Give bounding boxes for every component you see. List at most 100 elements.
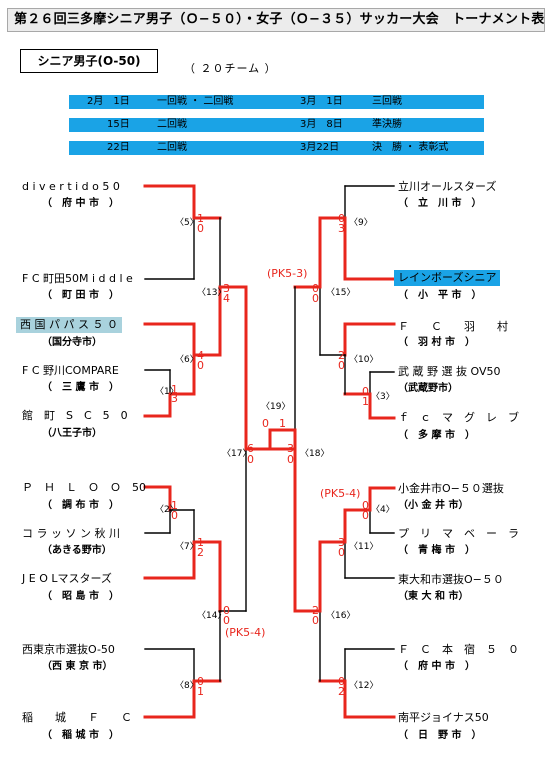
- team-right-3: Ｆ Ｃ 羽 村: [398, 320, 508, 333]
- team-left-5: 館 町 S C 5 0: [22, 409, 128, 422]
- schedule-date: 15日: [107, 119, 130, 130]
- team-left-8-home: （ 昭 島 市 ）: [42, 591, 119, 602]
- score: 3: [338, 222, 345, 235]
- team-right-10: 南平ジョイナス50: [398, 711, 489, 724]
- team-left-10-home: （ 稲 城 市 ）: [42, 730, 119, 741]
- team-right-6: 小金井市O−５０選抜: [398, 482, 504, 495]
- score: 0: [338, 359, 345, 372]
- team-left-2: F C 町田50M i d d l e: [22, 272, 133, 285]
- score: 1: [171, 383, 178, 396]
- team-right-3-home: （ 羽 村 市 ）: [398, 337, 475, 348]
- team-left-4: F C 野川COMPARE: [22, 364, 119, 377]
- schedule-row: 22日 二回戦 3月22日 決 勝 ・ 表彰式: [69, 141, 484, 155]
- match-number: 〈17〉: [222, 449, 252, 459]
- match-number: 〈7〉: [175, 542, 199, 552]
- score: 0: [312, 282, 319, 295]
- pk-note: (PK5-3): [267, 267, 308, 280]
- schedule-round: 準決勝: [372, 119, 402, 130]
- team-right-10-home: （ 日 野 市 ）: [398, 730, 482, 741]
- team-left-7-home: （あきる野市）: [42, 545, 112, 556]
- match-number: 〈13〉: [197, 288, 227, 298]
- score: 0: [223, 614, 230, 627]
- team-right-9-home: （ 府 中 市 ）: [398, 661, 475, 672]
- team-left-7: コ ラ ッ ソ ン 秋 川: [22, 527, 120, 540]
- team-left-2-home: （ 町 田 市 ）: [42, 290, 119, 301]
- schedule-date: 22日: [107, 142, 130, 153]
- team-right-6-home: （小 金 井 市）: [398, 500, 469, 511]
- team-left-5-home: （八王子市）: [42, 428, 102, 439]
- score: 2: [338, 349, 345, 362]
- pk-note: (PK5-4): [320, 487, 361, 500]
- match-number: 〈12〉: [349, 681, 379, 691]
- team-left-3: 西 国 パ パ ス ５ ０: [16, 317, 122, 333]
- score: 4: [223, 292, 230, 305]
- score: 2: [312, 604, 319, 617]
- schedule-date: 2月 1日: [87, 96, 130, 107]
- match-number: 〈5〉: [175, 218, 199, 228]
- match-number: 〈8〉: [175, 681, 199, 691]
- score: 0: [338, 546, 345, 559]
- teams-count: （ ２０チーム ）: [184, 62, 277, 75]
- team-left-8: J E O Lマスターズ: [22, 572, 112, 585]
- score: 2: [197, 546, 204, 559]
- team-right-1: 立川オールスターズ: [398, 180, 497, 193]
- score: 0: [312, 292, 319, 305]
- score: 1: [197, 685, 204, 698]
- page-title: 第２６回三多摩シニア男子（Ｏ−５０）・女子（Ｏ−３５）サッカー大会 トーナメント…: [7, 8, 545, 32]
- score: 3: [223, 282, 230, 295]
- team-left-3-home: （国分寺市）: [42, 337, 102, 348]
- match-number: 〈1〉: [155, 387, 179, 397]
- score: 3: [338, 536, 345, 549]
- score: 0: [197, 675, 204, 688]
- score: 0: [312, 614, 319, 627]
- match-number: 〈19〉: [261, 402, 291, 412]
- team-right-5-home: （ 多 摩 市 ）: [398, 430, 475, 441]
- team-left-1-home: （ 府 中 市 ）: [42, 198, 119, 209]
- match-number: 〈2〉: [155, 505, 179, 515]
- team-left-6: Ｐ Ｈ Ｌ Ｏ Ｏ 50: [22, 481, 146, 494]
- score: 0: [287, 453, 294, 466]
- team-left-6-home: （ 調 布 市 ）: [42, 500, 119, 511]
- score: 0: [247, 453, 254, 466]
- team-right-1-home: （ 立 川 市 ）: [398, 198, 482, 209]
- team-left-10: 稲 城 Ｆ Ｃ: [22, 711, 132, 724]
- score: 0: [223, 604, 230, 617]
- score: 0: [338, 675, 345, 688]
- score: 1: [171, 499, 178, 512]
- match-number: 〈11〉: [349, 542, 379, 552]
- score: 1: [279, 417, 286, 430]
- score: 0: [171, 509, 178, 522]
- schedule-round: 一回戦 ・ 二回戦: [157, 96, 234, 107]
- team-right-4: 武 蔵 野 選 抜 OV50: [398, 365, 501, 378]
- schedule-row: 2月 1日 一回戦 ・ 二回戦 3月 1日 三回戦: [69, 95, 484, 109]
- schedule-round: 三回戦: [372, 96, 402, 107]
- schedule-round: 決 勝 ・ 表彰式: [372, 142, 449, 153]
- match-number: 〈15〉: [326, 288, 356, 298]
- team-right-2-home: （ 小 平 市 ）: [398, 290, 482, 301]
- score: 4: [197, 349, 204, 362]
- category-label: シニア男子(O-50): [20, 49, 158, 73]
- match-number: 〈6〉: [175, 355, 199, 365]
- pk-note: (PK5-4): [225, 626, 266, 639]
- schedule-round: 二回戦: [157, 142, 187, 153]
- team-right-5: ｆ ｃ マ グ レ ブ: [398, 411, 519, 424]
- score: 0: [197, 359, 204, 372]
- team-right-4-home: （武蔵野市）: [398, 383, 458, 394]
- schedule-date: 3月22日: [300, 142, 340, 153]
- score: 3: [287, 442, 294, 455]
- schedule-date: 3月 8日: [300, 119, 343, 130]
- score: 1: [197, 212, 204, 225]
- match-number: 〈3〉: [371, 392, 395, 402]
- score: 0: [197, 222, 204, 235]
- score: 0: [362, 509, 369, 522]
- team-right-2: レインボーズシニア: [394, 270, 501, 286]
- team-left-9-home: （西 東 京 市）: [42, 661, 113, 672]
- match-number: 〈10〉: [349, 355, 379, 365]
- match-number: 〈9〉: [349, 218, 373, 228]
- match-number: 〈14〉: [197, 611, 227, 621]
- team-right-9: Ｆ Ｃ 本 宿 ５ ０: [398, 643, 519, 656]
- score: 0: [338, 212, 345, 225]
- match-number: 〈4〉: [371, 505, 395, 515]
